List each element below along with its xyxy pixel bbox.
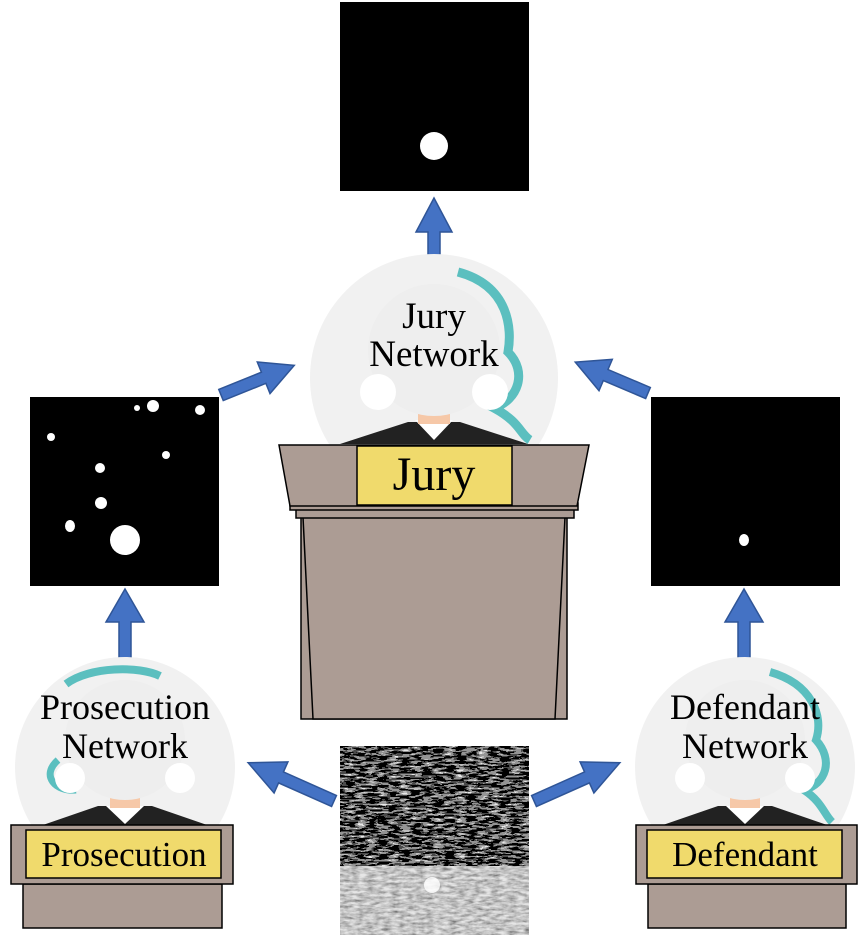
arrows	[104, 196, 765, 808]
prosecution-podium	[10, 824, 234, 929]
arrow-prosecution-to-output	[104, 587, 146, 665]
arrow-jury-to-output	[414, 196, 454, 261]
arrow-input-to-defendant	[530, 761, 622, 808]
jury-podium	[278, 444, 590, 720]
arrow-defendant-mask-to-jury	[573, 358, 652, 400]
defendant-label-box	[646, 829, 843, 879]
jury-avatar-icon	[310, 254, 558, 502]
jury-label-box	[356, 445, 513, 506]
defendant-podium-label: Defendant	[672, 835, 818, 874]
jury-podium-label: Jury	[393, 448, 476, 501]
jury-network-line1: Jury	[402, 296, 466, 337]
arrow-input-to-prosecution	[246, 761, 338, 808]
prosecution-label-box	[25, 829, 222, 879]
jury-output-mask	[340, 2, 529, 191]
prosecution-podium-label: Prosecution	[41, 835, 206, 874]
arrow-prosecution-mask-to-jury	[217, 361, 296, 402]
prosecution-avatar-icon	[15, 657, 235, 877]
defendant-output-mask	[651, 397, 840, 586]
defendant-podium	[635, 824, 858, 929]
defendant-network-line2: Network	[682, 726, 808, 766]
arrow-defendant-to-output	[723, 587, 765, 665]
prosecution-network-line2: Network	[62, 726, 188, 766]
prosecution-network-line1: Prosecution	[40, 687, 210, 727]
jury-network-line2: Network	[369, 334, 499, 375]
prosecution-output-mask	[30, 397, 219, 586]
defendant-network-line1: Defendant	[670, 687, 820, 727]
input-texture-image	[340, 746, 529, 935]
defendant-avatar-icon	[635, 657, 855, 877]
